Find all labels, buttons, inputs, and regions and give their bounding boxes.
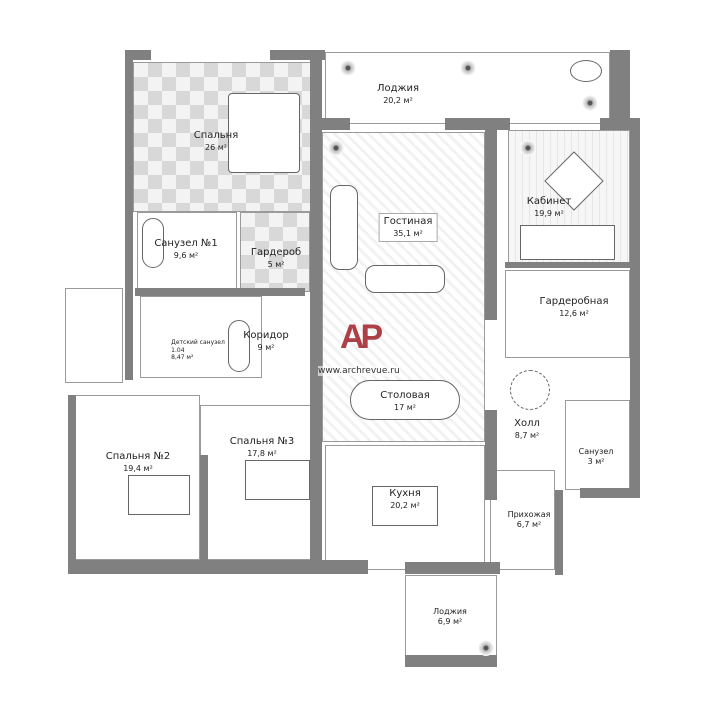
- plant-icon: [328, 140, 344, 156]
- room-name: Гардеробная: [539, 296, 609, 307]
- room-area: 17,8 м²: [247, 448, 277, 458]
- wall: [310, 420, 322, 560]
- room-area: 26 м²: [205, 142, 227, 152]
- room-entry: [490, 470, 555, 570]
- room-area: 9,6 м²: [173, 250, 199, 260]
- wall: [68, 395, 76, 570]
- room-area: 6,7 м²: [516, 520, 542, 529]
- wall: [405, 655, 497, 667]
- room-name: Кабинет: [526, 196, 572, 207]
- bed: [128, 475, 190, 515]
- room-area: 12,6 м²: [559, 308, 589, 318]
- plant-icon: [340, 60, 356, 76]
- bed-sofa: [520, 225, 615, 260]
- room-area: 3 м²: [587, 457, 605, 466]
- room-area: 35,1 м²: [393, 228, 423, 238]
- room-dressing: [505, 270, 630, 358]
- bathtub: [142, 218, 164, 268]
- room-name: Лоджия: [433, 607, 467, 616]
- wall: [270, 50, 325, 60]
- plant-icon: [460, 60, 476, 76]
- room-area: 19,9 м²: [534, 208, 564, 218]
- plant-icon: [478, 640, 494, 656]
- wall: [485, 410, 497, 500]
- room-name: Детский санузел: [171, 339, 225, 346]
- room-name: Кухня: [389, 488, 421, 499]
- room-wc: [565, 400, 630, 490]
- room-name: Холл: [514, 418, 540, 429]
- room-area: 17 м²: [394, 402, 416, 412]
- room-name: Спальня №2: [105, 451, 171, 462]
- rug: [570, 60, 602, 82]
- room-area: 19,4 м²: [123, 463, 153, 473]
- room-kids-bath: [140, 296, 262, 378]
- room-area: 5 м²: [267, 259, 285, 269]
- watermark-url: www.archrevue.ru: [318, 366, 400, 376]
- room-area: 8,7 м²: [514, 430, 540, 440]
- wall: [125, 50, 133, 380]
- wall: [310, 118, 350, 130]
- room-name: Столовая: [380, 390, 430, 401]
- room-name: Гостиная: [383, 216, 433, 227]
- room-name: Гардероб: [250, 247, 302, 258]
- wall: [630, 130, 640, 490]
- wall: [600, 118, 640, 130]
- watermark-logo: AP: [340, 318, 383, 356]
- bathtub: [228, 320, 250, 372]
- sofa: [330, 185, 358, 270]
- wall: [445, 118, 510, 130]
- bed: [245, 460, 310, 500]
- room-area: 8,47 м²: [171, 354, 194, 361]
- room-name: Коридор: [243, 330, 289, 341]
- room-area: 20,2 м²: [390, 500, 420, 510]
- room-area: 20,2 м²: [383, 95, 413, 105]
- wall: [135, 288, 305, 296]
- chandelier: [510, 370, 550, 410]
- wall: [68, 560, 368, 574]
- room-side-balcony: [65, 288, 123, 383]
- wall: [125, 50, 151, 60]
- room-name: Санузел №1: [154, 238, 218, 249]
- room-area: 9 м²: [257, 342, 275, 352]
- room-wardrobe: [240, 212, 310, 292]
- dining-table: [350, 380, 460, 420]
- wall: [310, 60, 322, 440]
- room-code: 1.04: [171, 346, 185, 354]
- bed: [228, 93, 300, 173]
- room-name: Лоджия: [376, 83, 420, 94]
- wall: [580, 488, 640, 498]
- room-name: Прихожая: [507, 510, 551, 519]
- wall: [485, 130, 497, 320]
- room-name: Санузел: [578, 447, 614, 456]
- plant-icon: [582, 95, 598, 111]
- wall: [555, 490, 563, 575]
- sofa: [365, 265, 445, 293]
- wall: [200, 455, 208, 560]
- room-name: Спальня: [193, 130, 239, 141]
- room-name: Спальня №3: [229, 436, 295, 447]
- wall: [505, 262, 630, 268]
- plant-icon: [520, 140, 536, 156]
- room-area: 6,9 м²: [437, 617, 463, 626]
- wall: [470, 562, 500, 574]
- wall: [610, 50, 630, 120]
